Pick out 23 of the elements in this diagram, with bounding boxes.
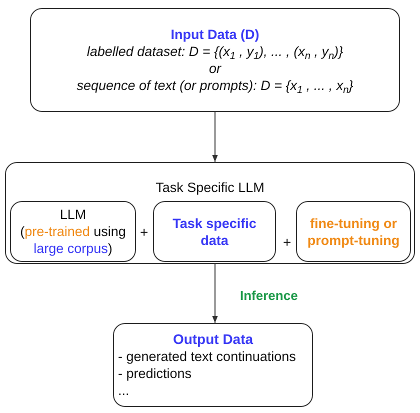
box-title: Task specific data	[172, 214, 258, 248]
box-text: - predictions	[118, 365, 193, 382]
process-box	[153, 201, 276, 262]
plus-sign: +	[140, 223, 148, 242]
process-box	[30, 8, 400, 112]
box-text: (pre-trained using large corpus)	[19, 223, 127, 257]
box-text: - generated text continuations	[118, 348, 297, 365]
plus-sign: +	[283, 233, 292, 252]
box-title: Input Data (D)	[170, 26, 260, 43]
process-box	[296, 201, 411, 262]
process-box	[113, 323, 313, 407]
box-text: labelled dataset: D = {(x$_{1}$ , y$_{1}$), ... , (x$_{n}$ , y$_{n}$)}	[86, 43, 344, 60]
group-box	[5, 162, 415, 264]
box-title: LLM	[60, 206, 86, 223]
box-text: sequence of text (or prompts): D = {x$_{1}$ , ... , x$_{n}$}	[76, 77, 354, 94]
arrow	[212, 264, 218, 324]
group-title: Task Specific LLM	[156, 179, 264, 196]
box-title: Output Data	[172, 331, 254, 348]
arrow	[212, 112, 218, 162]
box-text: or	[208, 60, 221, 77]
box-text: ...	[118, 382, 130, 399]
process-box	[10, 201, 136, 262]
box-title: fine-tuning or prompt-tuning	[306, 214, 401, 248]
